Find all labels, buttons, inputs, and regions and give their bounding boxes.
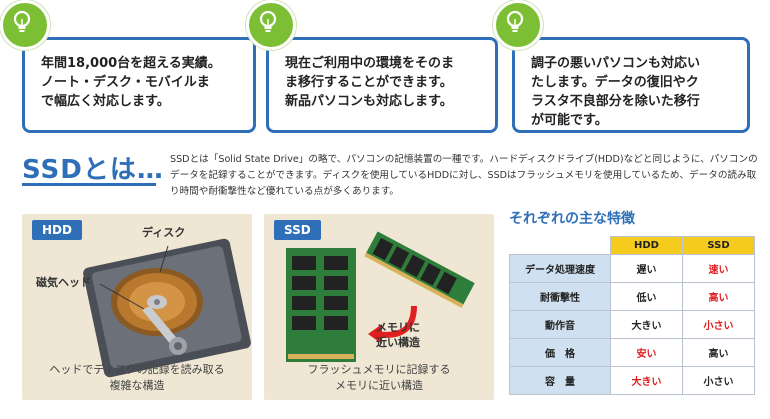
lightbulb-icon xyxy=(493,0,543,50)
feature-card-text: 現在ご利用中の環境をそのま ま移行することができます。 新品パソコンも対応します… xyxy=(285,56,455,109)
ssd-value: 高い xyxy=(682,282,755,311)
hdd-value: 安い xyxy=(610,338,683,367)
hdd-value: 大きい xyxy=(610,366,683,395)
ssd-illustration-panel: SSD メモリに 近い構造 フラッシュメモリに記録する メモリに近い構造 xyxy=(264,214,494,400)
ssd-tag: SSD xyxy=(274,220,321,240)
table-header-row: HDD SSD xyxy=(509,236,755,255)
disk-label: ディスク xyxy=(142,226,186,239)
feature-card-text: 調子の悪いパソコンも対応い たします。データの復旧やク ラスタ不良部分を除いた移… xyxy=(531,56,701,128)
memory-structure-label: メモリに 近い構造 xyxy=(376,321,420,349)
column-ssd: SSD xyxy=(682,236,755,255)
ssd-board-illustration xyxy=(286,231,475,362)
hdd-drive-illustration xyxy=(83,238,251,378)
ssd-caption: フラッシュメモリに記録する メモリに近い構造 xyxy=(307,363,451,392)
ssd-value: 速い xyxy=(682,254,755,283)
comparison-title: それぞれの主な特徴 xyxy=(509,211,635,227)
table-row: 耐衝撃性 低い 高い xyxy=(509,282,755,311)
table-row: 価 格 安い 高い xyxy=(509,338,755,367)
row-label: 動作音 xyxy=(509,310,611,339)
feature-card-migration: 現在ご利用中の環境をそのま ま移行することができます。 新品パソコンも対応します… xyxy=(266,37,498,133)
intro-paragraph: SSDとは「Solid State Drive」の略で、パソコンの記憶装置の一種… xyxy=(170,154,758,197)
row-label: 容 量 xyxy=(509,366,611,395)
comparison-table: HDD SSD データ処理速度 遅い 速い 耐衝撃性 低い 高い 動作音 大きい… xyxy=(509,236,755,395)
hdd-illustration-panel: HDD ディスク 磁気ヘッド ヘッドでディスクの記録を読み取る 複雑な構造 xyxy=(22,214,252,400)
table-row: 動作音 大きい 小さい xyxy=(509,310,755,339)
ssd-value: 高い xyxy=(682,338,755,367)
lightbulb-icon xyxy=(246,0,296,50)
column-hdd: HDD xyxy=(610,236,683,255)
hdd-value: 遅い xyxy=(610,254,683,283)
table-corner xyxy=(509,236,611,255)
feature-card-text: 年間18,000台を超える実績。 ノート・デスク・モバイルま で幅広く対応します… xyxy=(41,56,221,109)
hdd-value: 大きい xyxy=(610,310,683,339)
feature-card-repair: 調子の悪いパソコンも対応い たします。データの復旧やク ラスタ不良部分を除いた移… xyxy=(512,37,750,133)
section-heading: SSDとは… xyxy=(22,155,164,185)
row-label: データ処理速度 xyxy=(509,254,611,283)
table-row: データ処理速度 遅い 速い xyxy=(509,254,755,283)
feature-card-track-record: 年間18,000台を超える実績。 ノート・デスク・モバイルま で幅広く対応します… xyxy=(22,37,256,133)
hdd-value: 低い xyxy=(610,282,683,311)
heading-underline xyxy=(22,183,156,186)
row-label: 耐衝撃性 xyxy=(509,282,611,311)
ssd-value: 小さい xyxy=(682,366,755,395)
lightbulb-icon xyxy=(0,0,50,50)
table-row: 容 量 大きい 小さい xyxy=(509,366,755,395)
hdd-tag: HDD xyxy=(32,220,82,240)
hdd-caption: ヘッドでディスクの記録を読み取る 複雑な構造 xyxy=(49,363,225,392)
row-label: 価 格 xyxy=(509,338,611,367)
ssd-value: 小さい xyxy=(682,310,755,339)
magnetic-head-label: 磁気ヘッド xyxy=(36,276,91,289)
